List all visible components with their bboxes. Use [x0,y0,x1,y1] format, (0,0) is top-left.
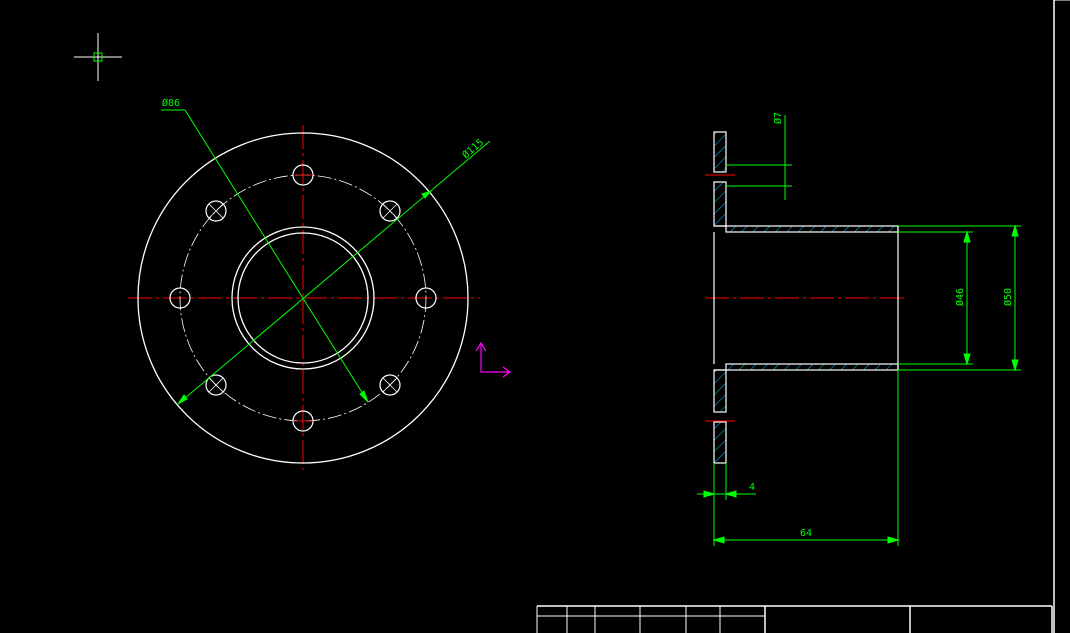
front-view: Ø86 Ø115 [128,97,491,470]
d46-label: Ø46 [954,288,966,306]
bolt-hole [169,287,191,309]
dimension-d7[interactable]: Ø7 [726,112,792,200]
hole-centerlines [705,174,735,422]
tube-wall-lower [725,363,899,371]
tube-outer-circle [231,226,375,370]
bolt-hole [379,200,401,222]
bolt-hole [292,410,314,432]
drawing-frame [1053,0,1070,633]
thickness-label: 4 [749,482,755,493]
d115-label: Ø115 [460,136,486,161]
d86-label: Ø86 [162,97,180,109]
tube-inner-circle [237,232,369,364]
bolt-hole [205,374,227,396]
dimension-d50[interactable]: Ø50 [898,224,1021,372]
section-view: Ø7 Ø46 Ø50 4 [697,112,1021,546]
bolt-hole [205,200,227,222]
bolt-hole [292,164,314,186]
d50-label: Ø50 [1002,288,1014,306]
section-outline [713,225,899,371]
bolt-hole [415,287,437,309]
flange-outer-circle [137,132,469,464]
flange-section-lower [713,369,727,464]
bolt-hole [379,374,401,396]
dimension-thickness-4[interactable]: 4 [697,463,756,500]
dimension-d115[interactable]: Ø115 [177,136,491,405]
tube-wall-upper [725,225,899,233]
bolt-holes [169,164,437,432]
ucs-icon [475,341,512,378]
dimension-length-64[interactable]: 64 [712,370,900,546]
title-block [536,605,1053,633]
dimension-d46[interactable]: Ø46 [898,230,973,366]
flange-section-upper [713,131,727,227]
d7-label: Ø7 [772,112,784,124]
length-label: 64 [800,528,812,539]
crosshair-cursor-icon [74,33,122,81]
dimension-d86[interactable]: Ø86 [161,97,369,403]
